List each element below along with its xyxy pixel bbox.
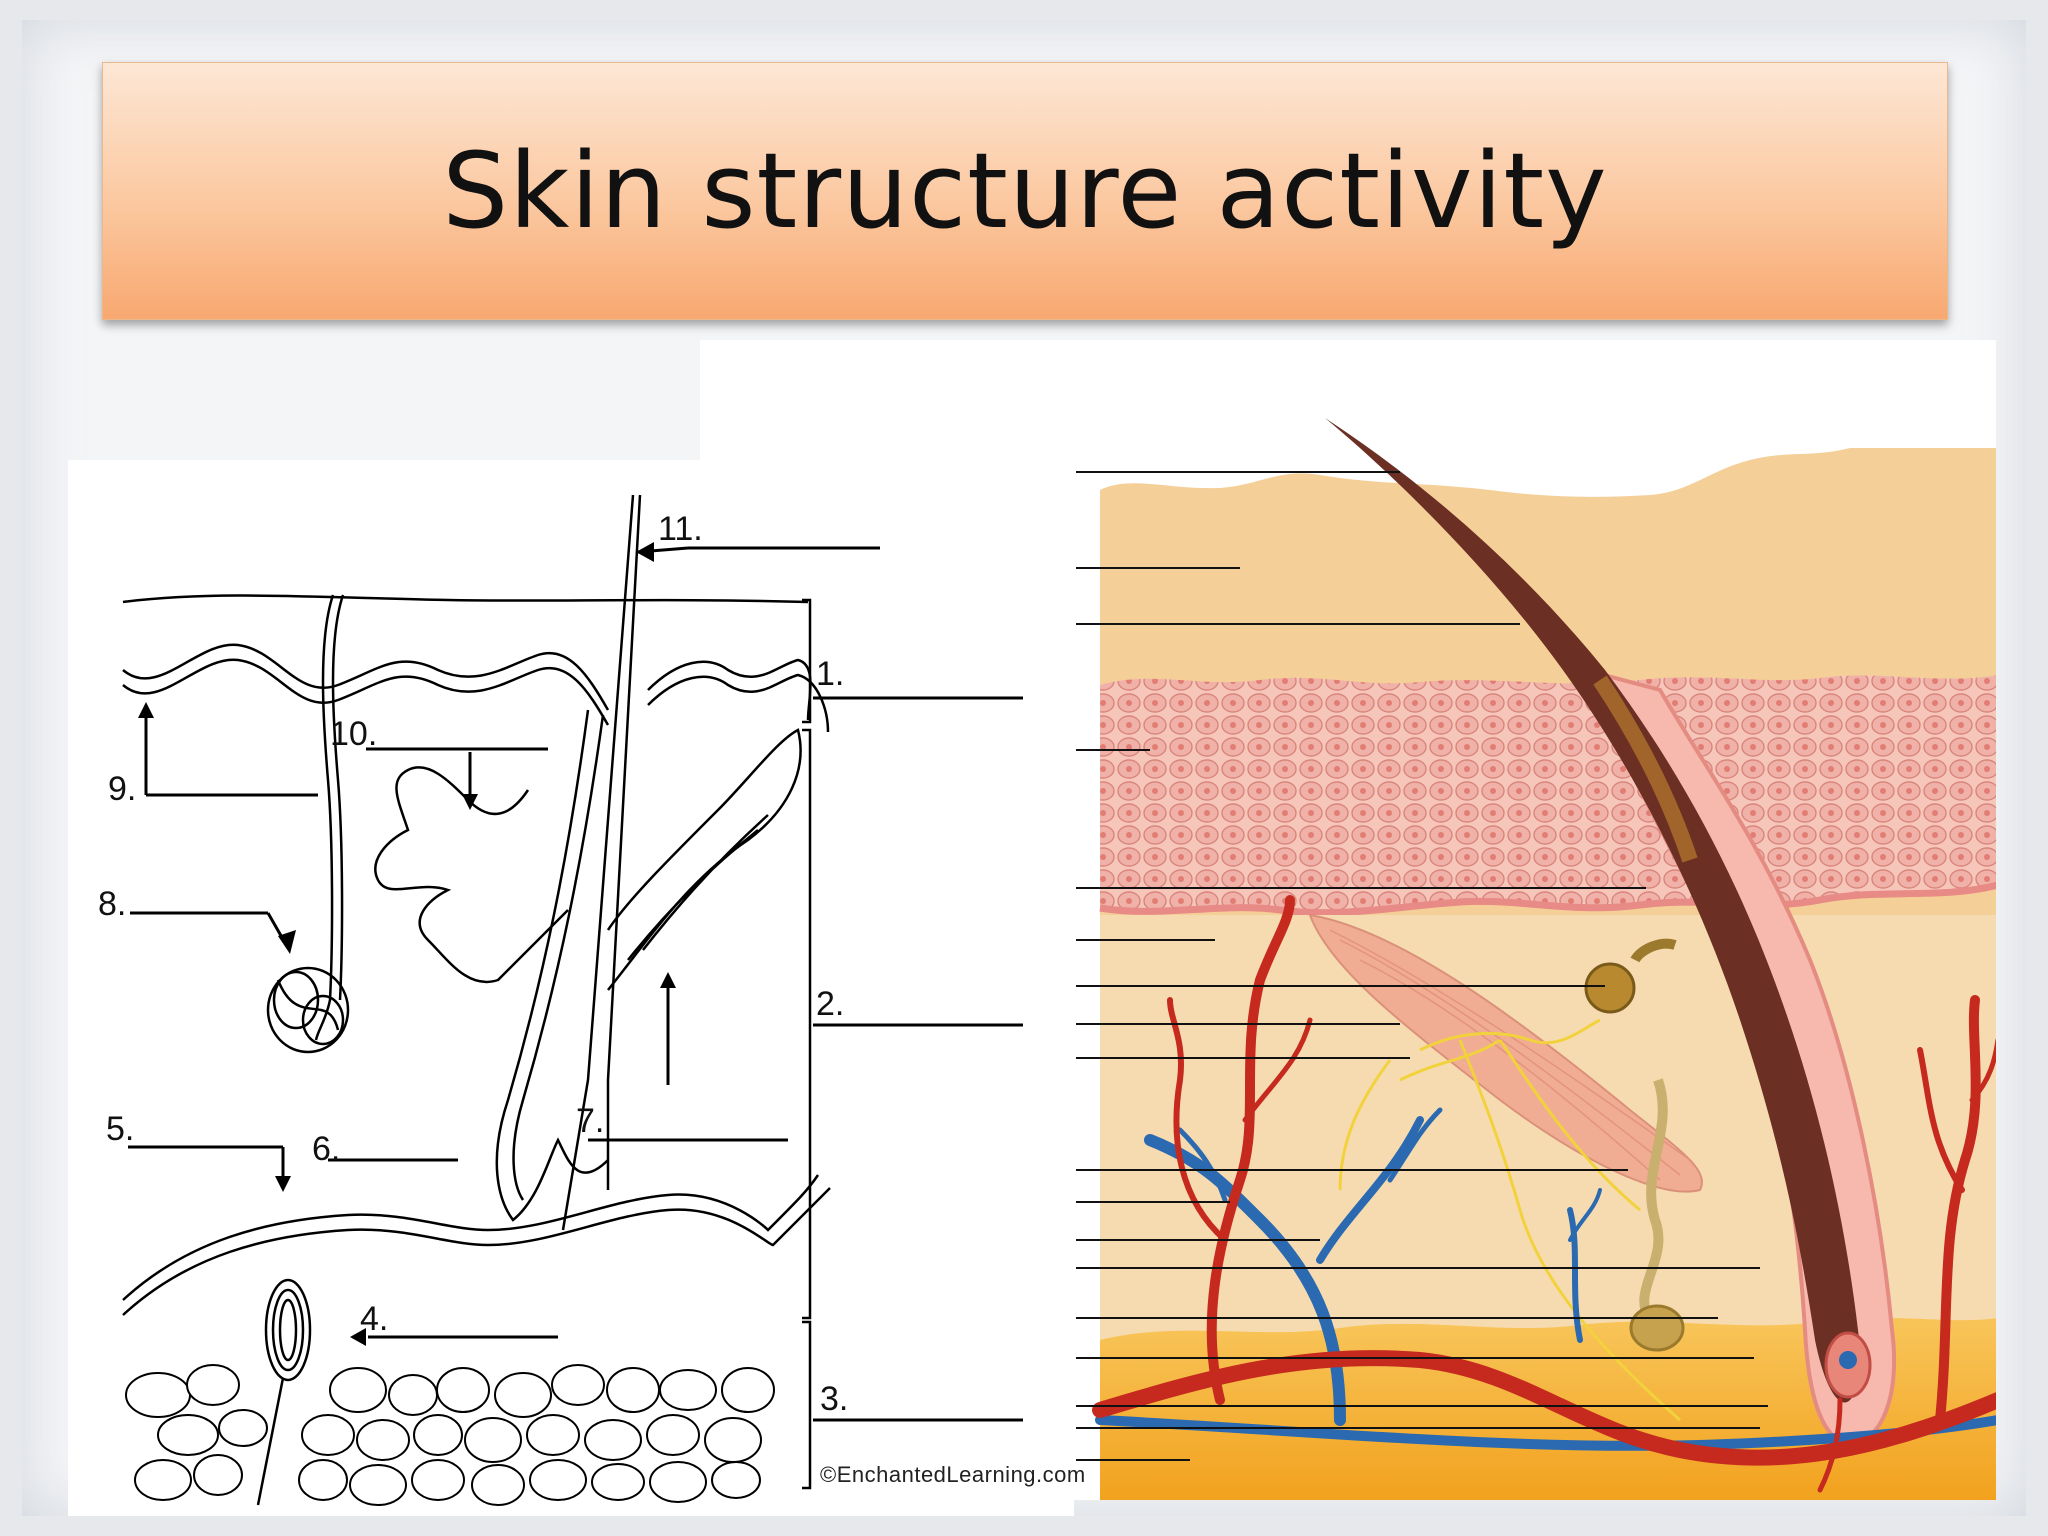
dermal-papilla [1839,1351,1857,1369]
hair-right-edge [606,494,642,1190]
slide-title: Skin structure activity [442,130,1608,252]
basal-layer-line [1099,881,1996,917]
nerve-fiber-inner [331,594,345,1001]
arteries [1092,895,1996,1493]
arrector-muscle-fibers [627,814,769,961]
title-banner: Skin structure activity [102,62,1948,320]
dermis-bottom-line-inner [122,1187,831,1316]
label-arrowheads [138,542,676,1346]
epidermis-inner-edge [122,658,830,733]
label-1: 1. [816,655,844,693]
fat-cells [125,1364,775,1506]
label-2: 2. [816,985,844,1023]
label-6: 6. [312,1130,340,1168]
label-11: 11. [658,510,703,548]
labeled-skin-diagram: 11. 1. 10. 9. 8. 2. 5. 6. 7. 4. 3. [68,460,1074,1516]
hair-follicle [495,709,609,1222]
sebaceous-gland-outline [374,766,569,984]
label-5: 5. [106,1110,134,1148]
label-4: 4. [360,1300,388,1338]
label-leaders [128,546,1023,1422]
sweat-gland-coil [266,966,350,1054]
label-9: 9. [108,770,136,808]
label-8: 8. [98,885,126,923]
dermis-bottom-line [122,1174,820,1301]
hair-follicle-inner [512,714,605,1201]
label-7: 7. [576,1102,604,1140]
skin-surface-line [122,594,809,604]
hair-left-edge [561,494,635,1231]
sweat-gland-coil [1629,1304,1685,1352]
nerve-fibers [1338,1018,1681,1422]
layer-brackets [802,598,812,1490]
pacinian-corpuscle [256,1278,312,1506]
sebaceous-gland [1630,938,1677,963]
epidermis-cell-layer [1100,675,1996,913]
number-labels: 11. 1. 10. 9. 8. 2. 5. 6. 7. 4. 3. [98,510,848,1418]
left-panel-background [68,460,1074,1516]
label-10: 10. [330,715,377,753]
leader-lines [1076,471,1768,1461]
label-3: 3. [820,1380,848,1418]
sebaceous-gland-bulb [1584,962,1636,1014]
sweat-duct [1639,1078,1668,1323]
hair-highlight [1593,675,1698,863]
copyright-notice: ©EnchantedLearning.com [820,1462,1086,1487]
